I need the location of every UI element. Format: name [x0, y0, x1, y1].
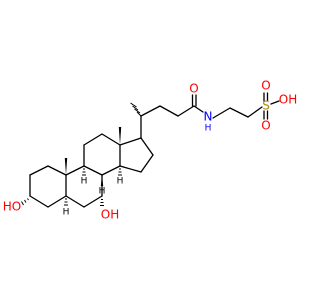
- atom-label-oh-7: OH: [101, 208, 119, 222]
- wedge-h-c8: [100, 175, 104, 186]
- stereo-h-c8-label: H: [99, 187, 106, 197]
- hash-h-c14: [118, 168, 122, 176]
- bond-c20-c22: [140, 105, 161, 117]
- atom-label-amide-h: H: [205, 124, 212, 134]
- atom-label-sulfonyl-o-top: O: [261, 79, 270, 93]
- atom-label-sulfonyl-o-bottom: O: [261, 119, 270, 133]
- hash-oh-c7: [100, 199, 104, 206]
- bond-ca-cb: [229, 107, 249, 118]
- bond-c9-c8: [83, 165, 103, 176]
- bond-c23-c24: [177, 105, 195, 117]
- hash-h-c9: [82, 168, 86, 176]
- bond-c17-c16: [140, 137, 154, 156]
- atom-label-amide-o: O: [189, 82, 198, 96]
- bond-c22-c23: [159, 105, 179, 117]
- bond-c24-n: [193, 105, 204, 113]
- hash-methyl-c21: [130, 102, 142, 117]
- stereo-h-c14-label: H: [117, 177, 124, 187]
- bond-c1-c2: [29, 165, 49, 176]
- bond-c10-c9: [65, 165, 85, 176]
- wedge-methyl-c10: [64, 158, 68, 175]
- bond-c14-c8: [101, 165, 121, 176]
- bond-c13-c17: [119, 137, 142, 146]
- wedge-methyl-c13: [118, 127, 122, 145]
- bond-c4-c5: [47, 195, 67, 208]
- structure-svg: HO OH O N H S O O OH H H H H: [3, 79, 297, 222]
- stereo-h-c5-label: H: [63, 208, 70, 218]
- bond-c10-c1: [47, 165, 67, 176]
- bond-s-oh: [270, 100, 280, 105]
- bond-c3-c4: [29, 195, 49, 208]
- bond-n-ca: [212, 107, 231, 119]
- bond-c6-c5: [65, 195, 85, 208]
- bond-c11-c12: [83, 133, 103, 146]
- stereo-h-c9-label: H: [81, 177, 88, 187]
- bond-c7-c6: [83, 195, 103, 208]
- bond-c12-c13: [101, 133, 121, 146]
- atom-label-sulfonic-oh: OH: [279, 93, 297, 107]
- bond-c16-c15: [140, 154, 154, 173]
- atom-label-oh-3: HO: [3, 200, 21, 214]
- molecule-structure: HO OH O N H S O O OH H H H H: [2, 78, 298, 222]
- atom-label-sulfur: S: [262, 99, 270, 113]
- hash-oh-c3: [21, 198, 29, 206]
- bond-c15-c14: [119, 165, 142, 173]
- atom-label-amide-n: N: [204, 110, 213, 124]
- hash-h-c5: [64, 198, 68, 206]
- bond-cb-s: [247, 106, 263, 118]
